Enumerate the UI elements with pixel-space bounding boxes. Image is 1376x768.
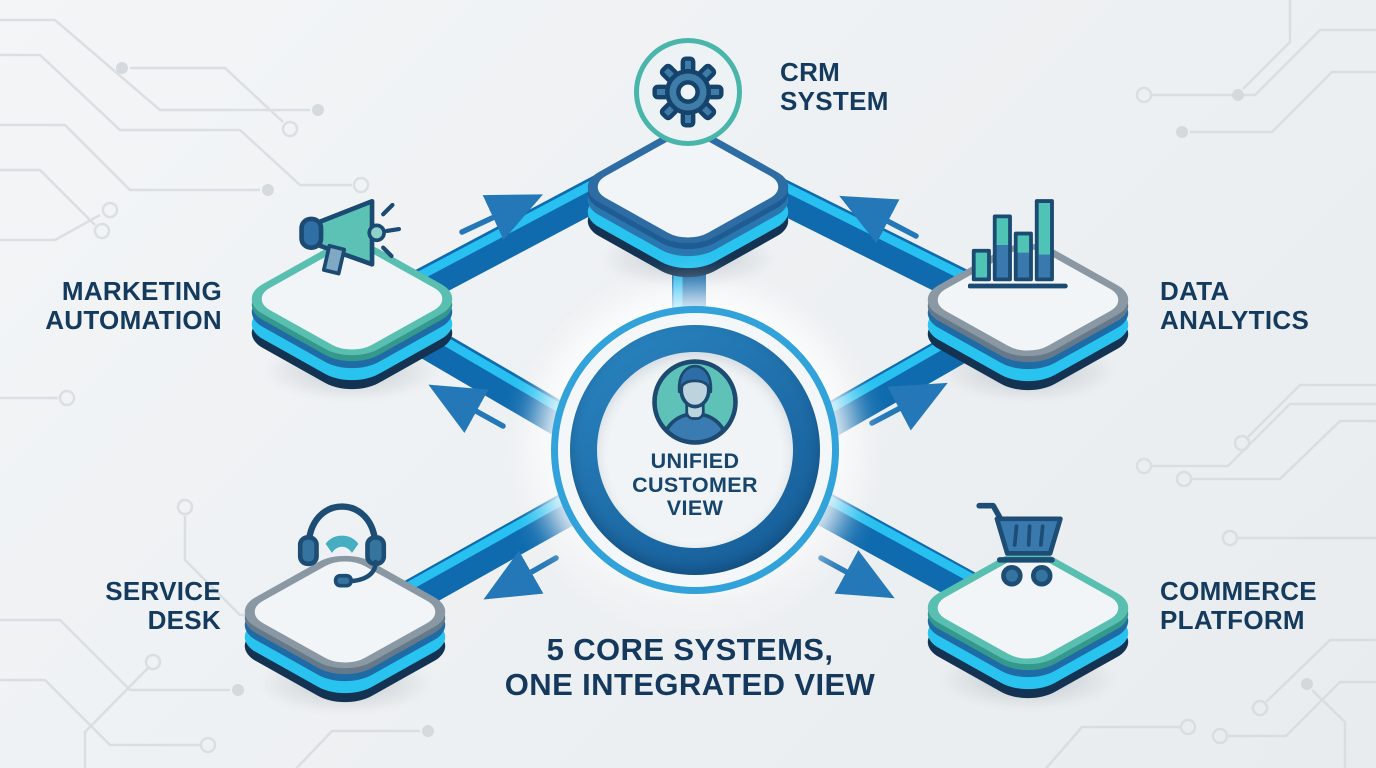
commerce-label-line-1: COMMERCE xyxy=(1160,576,1317,606)
arrow-to-commerce xyxy=(818,550,895,599)
analytics-label-line-1: DATA xyxy=(1160,276,1230,306)
headset-icon xyxy=(297,503,387,588)
hub-inner-circle: UNIFIED CUSTOMER VIEW xyxy=(597,352,793,548)
gear-icon-badge xyxy=(634,38,742,146)
analytics-label-line-2: ANALYTICS xyxy=(1160,305,1310,336)
caption-line-2: ONE INTEGRATED VIEW xyxy=(504,667,876,703)
headset-icon-wrap xyxy=(292,492,392,592)
crm-system-label: CRM SYSTEM xyxy=(780,57,889,117)
marketing-label-line-2: AUTOMATION xyxy=(45,305,222,336)
megaphone-icon-wrap xyxy=(286,192,408,294)
service-label-line-1: SERVICE xyxy=(105,576,221,606)
commerce-platform-label: COMMERCE PLATFORM xyxy=(1160,576,1317,636)
arrow-to-crm-left xyxy=(459,194,543,240)
arrow-to-service xyxy=(483,550,559,600)
crm-label-line-2: SYSTEM xyxy=(780,86,889,117)
shopping-cart-icon-wrap xyxy=(968,492,1080,596)
caption-line-1: 5 CORE SYSTEMS, xyxy=(546,632,834,667)
arrow-to-crm-right xyxy=(839,195,919,244)
unified-customer-view-hub: UNIFIED CUSTOMER VIEW xyxy=(551,306,839,594)
service-label-line-2: DESK xyxy=(147,605,221,636)
marketing-automation-label: MARKETING AUTOMATION xyxy=(45,276,222,336)
hub-ring: UNIFIED CUSTOMER VIEW xyxy=(570,325,820,575)
caption: 5 CORE SYSTEMS, ONE INTEGRATED VIEW xyxy=(398,632,982,702)
data-analytics-label: DATA ANALYTICS xyxy=(1160,276,1310,336)
bar-chart-icon-wrap xyxy=(968,196,1073,294)
marketing-label-line-1: MARKETING xyxy=(61,276,222,306)
service-desk-label: SERVICE DESK xyxy=(105,576,221,636)
hub-line-3: VIEW xyxy=(666,496,724,521)
crm-label-line-1: CRM xyxy=(780,57,841,87)
shopping-cart-icon xyxy=(976,502,1063,587)
bar-chart-icon xyxy=(968,199,1068,289)
person-avatar-icon xyxy=(652,359,738,445)
gear-icon xyxy=(652,56,724,128)
commerce-label-line-2: PLATFORM xyxy=(1160,605,1305,636)
hub-line-1: UNIFIED xyxy=(650,449,740,473)
hub-line-2: CUSTOMER xyxy=(632,472,758,497)
megaphone-icon xyxy=(299,198,402,276)
arrow-to-analytics xyxy=(869,382,948,431)
